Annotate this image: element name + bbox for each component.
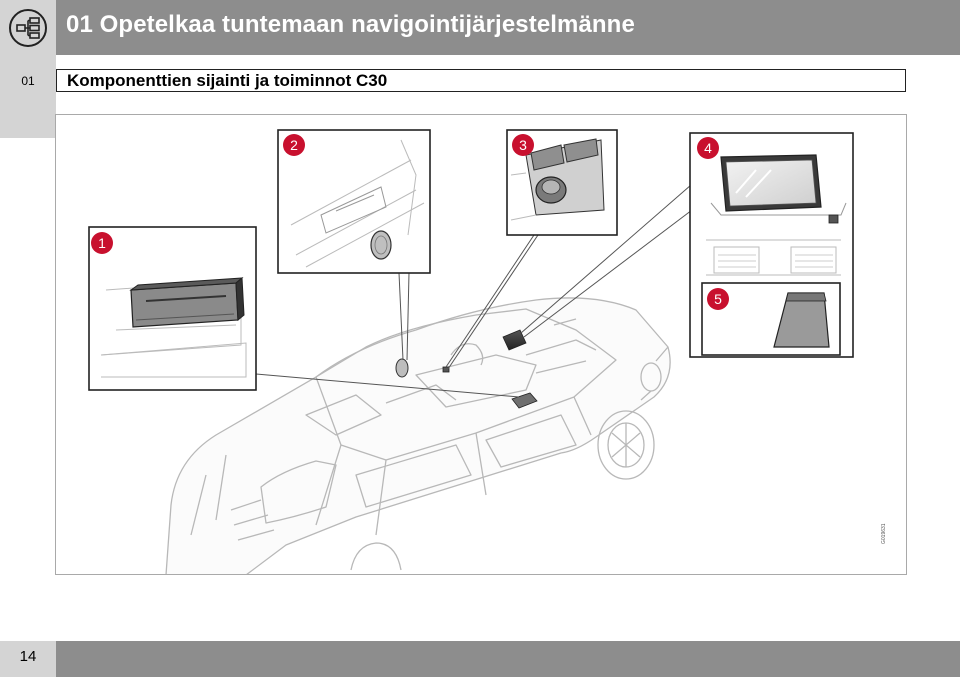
header-bar xyxy=(0,0,960,55)
footer-page-box xyxy=(0,641,56,677)
car-illustration: 1 2 3 xyxy=(88,129,854,574)
callout-3-badge xyxy=(512,134,534,156)
chapter-tab-label: 01 xyxy=(0,74,56,88)
header-icon-box xyxy=(0,0,56,55)
chapter-tab xyxy=(0,55,56,138)
callout-4-badge xyxy=(697,137,719,159)
callout-5: 5 xyxy=(714,291,722,307)
chapter-number: 01 xyxy=(21,74,35,88)
main-unit-marker xyxy=(511,392,538,409)
page-number: 14 xyxy=(19,648,37,665)
callout-2-badge xyxy=(283,134,305,156)
callout-5-badge xyxy=(707,288,729,310)
footer-bar xyxy=(56,641,960,677)
inset-3-ir-receiver: 3 xyxy=(506,129,618,236)
inset-1-main-unit: 1 xyxy=(88,226,257,391)
section-title-box: Komponenttien sijainti ja toiminnot C30 xyxy=(56,69,906,92)
remote-receiver-marker xyxy=(442,366,450,373)
callout-1: 1 xyxy=(98,235,106,251)
navigation-flowchart-icon xyxy=(9,9,47,47)
car-outline xyxy=(165,297,671,574)
speaker-marker xyxy=(395,358,409,378)
display-marker xyxy=(502,329,527,351)
figure-reference-code: G019631 xyxy=(881,523,887,544)
callout-3: 3 xyxy=(519,137,527,153)
inset-5-sensor: 5 xyxy=(701,282,841,356)
page-title: 01 Opetelkaa tuntemaan navigointijärjest… xyxy=(66,11,635,38)
component-location-illustration: 1 2 3 xyxy=(55,114,907,575)
inset-2-speaker: 2 xyxy=(277,129,431,274)
callout-2: 2 xyxy=(290,137,298,153)
callout-1-badge xyxy=(91,232,113,254)
section-title: Komponenttien sijainti ja toiminnot C30 xyxy=(67,71,388,90)
callout-4: 4 xyxy=(704,140,712,156)
